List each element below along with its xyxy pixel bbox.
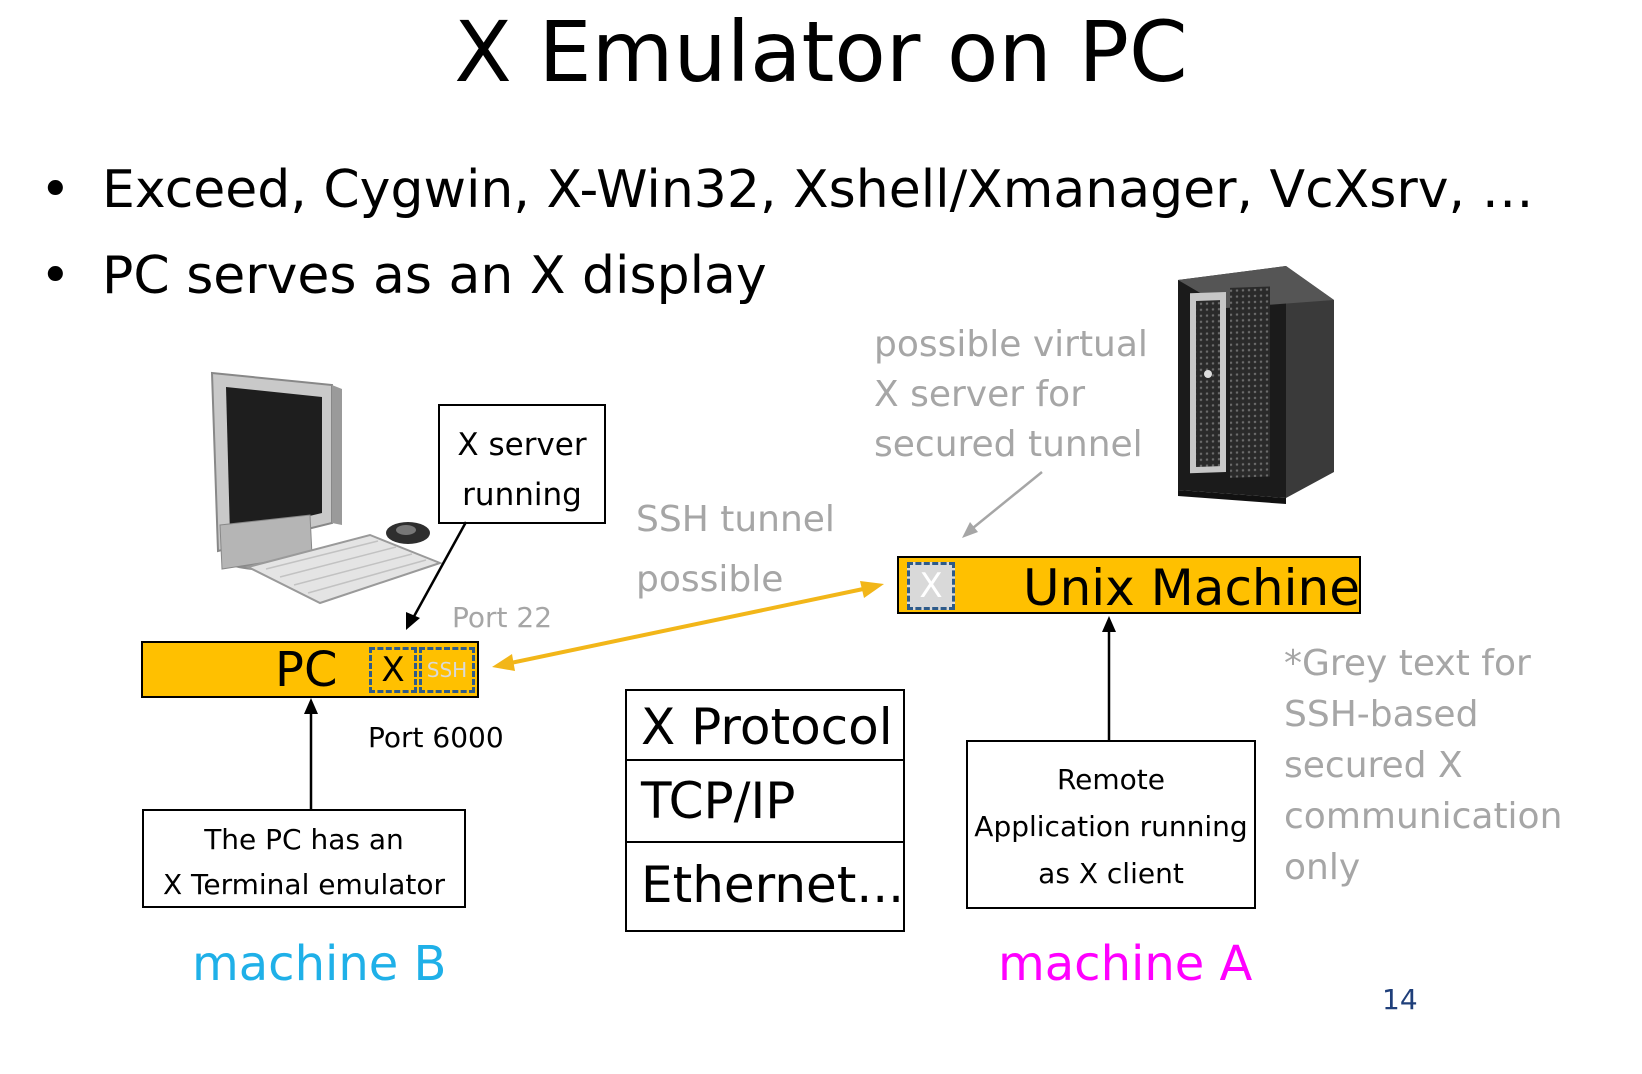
box-line: as X client [1038, 857, 1184, 890]
pc-x-box: X [369, 647, 417, 693]
ssh-tunnel-arrow [492, 581, 884, 671]
machine-a-label: machine A [998, 936, 1253, 992]
box-line: running [462, 477, 582, 513]
bullet-emulators: • Exceed, Cygwin, X-Win32, Xshell/Xmanage… [40, 158, 1534, 222]
pc-label: PC [275, 642, 338, 698]
label-line: secured tunnel [874, 424, 1143, 465]
note-line: SSH-based [1284, 694, 1479, 735]
bullet-marker: • [40, 246, 71, 306]
unix-x-box: X [907, 562, 955, 610]
note-line: *Grey text for [1284, 643, 1531, 684]
label-line: possible virtual [874, 324, 1148, 365]
slide-title: X Emulator on PC [454, 3, 1188, 101]
bullet-display: • PC serves as an X display [40, 244, 767, 308]
bullet-text: Exceed, Cygwin, X-Win32, Xshell/Xmanager… [102, 160, 1534, 220]
stack-layer-tcpip: TCP/IP [625, 759, 905, 843]
unix-machine-bar: X Unix Machine [897, 556, 1361, 617]
box-line: Remote [1056, 763, 1166, 796]
port22-label: Port 22 [452, 601, 553, 634]
grey-text-note: *Grey text for SSH-based secured X commu… [1284, 638, 1562, 893]
bullet-marker: • [40, 160, 71, 220]
virtual-xserver-arrow [962, 471, 1043, 538]
pc-emulator-box: The PC has an X Terminal emulator [142, 809, 466, 908]
note-line: only [1284, 847, 1361, 888]
port6000-label: Port 6000 [368, 721, 504, 754]
remote-app-arrow [1102, 616, 1116, 740]
xserver-arrow [406, 521, 468, 630]
box-line: Application running [974, 810, 1248, 843]
box-line: The PC has an [204, 823, 404, 856]
stack-layer-xprotocol: X Protocol [625, 689, 905, 761]
virtual-xserver-label: possible virtual X server for secured tu… [874, 320, 1148, 470]
pc-ssh-box: SSH [419, 647, 475, 693]
pc-bar: PC X SSH [141, 641, 479, 698]
unix-machine-label: Unix Machine [1023, 559, 1360, 617]
note-line: secured X [1284, 745, 1463, 786]
label-line: X server for [874, 374, 1086, 415]
server-tower-icon [1178, 266, 1334, 504]
note-line: communication [1284, 796, 1563, 837]
pc-emulator-arrow [304, 698, 318, 810]
page-number: 14 [1382, 983, 1418, 1016]
label-line: SSH tunnel [636, 499, 835, 540]
bullet-text: PC serves as an X display [102, 246, 767, 306]
desktop-computer-icon [210, 371, 443, 605]
xserver-running-box: X server running [438, 404, 606, 524]
machine-b-label: machine B [192, 936, 447, 992]
remote-app-box: Remote Application running as X client [966, 740, 1256, 909]
box-line: X server [457, 427, 587, 463]
ssh-tunnel-label: SSH tunnel possible [636, 490, 835, 610]
stack-layer-ethernet: Ethernet... [625, 841, 905, 932]
label-line: possible [636, 559, 784, 600]
box-line: X Terminal emulator [162, 868, 446, 901]
